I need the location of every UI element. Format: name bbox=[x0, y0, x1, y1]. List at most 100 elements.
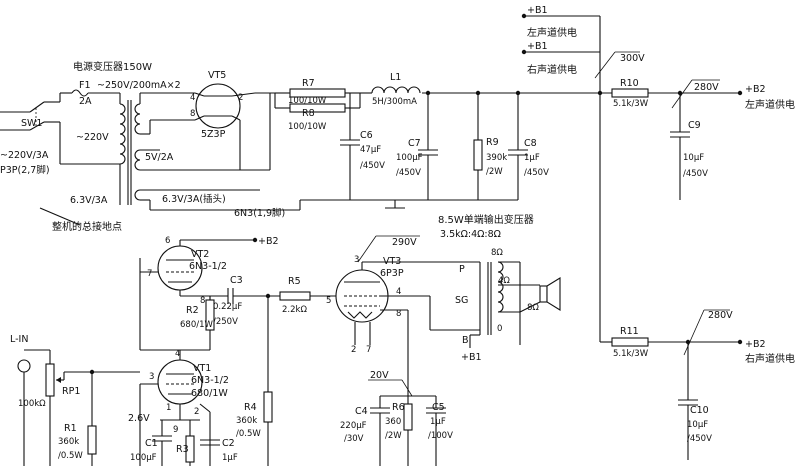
c6-label: C6 bbox=[360, 130, 373, 141]
c8-value2: /450V bbox=[524, 168, 549, 178]
h63a-label: 6.3V/3A bbox=[70, 195, 108, 206]
tsg-label: SG bbox=[455, 295, 468, 306]
c6-capacitor bbox=[340, 93, 360, 200]
r1-value2: /0.5W bbox=[58, 451, 83, 461]
l-in-jack bbox=[17, 359, 31, 373]
vt1-pin9: 9 bbox=[173, 425, 178, 435]
c8-label: C8 bbox=[524, 138, 537, 149]
vt2-tube bbox=[139, 237, 258, 350]
r11-label: R11 bbox=[620, 326, 639, 337]
f1-label: F1 bbox=[79, 80, 91, 91]
vt5-pin8: 8 bbox=[190, 109, 195, 119]
vt5-label: VT5 bbox=[208, 70, 226, 81]
c10-capacitor bbox=[678, 342, 698, 460]
t8b-label: 8Ω bbox=[527, 303, 539, 313]
c3-value2: /250V bbox=[213, 317, 238, 327]
b1-rails bbox=[521, 13, 640, 342]
ground-bus bbox=[299, 199, 518, 210]
v280b-label: 280V bbox=[708, 310, 733, 321]
c4-label: C4 bbox=[355, 406, 368, 417]
l-in-label: L-IN bbox=[10, 334, 28, 345]
r7-label: R7 bbox=[302, 78, 315, 89]
r9-label: R9 bbox=[486, 137, 499, 148]
c10-value2: /450V bbox=[687, 434, 712, 444]
rp1-potentiometer bbox=[23, 349, 140, 466]
vt3-power-tube bbox=[310, 262, 480, 466]
h63b-label: 6.3V/3A(插头) bbox=[162, 193, 226, 205]
c5-capacitor bbox=[426, 396, 446, 466]
v300-label: 300V bbox=[620, 53, 645, 64]
vt2-pin8: 8 bbox=[200, 296, 205, 306]
r4-value2: /0.5W bbox=[236, 429, 261, 439]
n63-label: 6N3(1,9脚) bbox=[234, 208, 285, 219]
c9-value1: 10μF bbox=[683, 153, 704, 163]
rp1-value: 100kΩ bbox=[18, 399, 46, 409]
vt2-label: VT2 bbox=[191, 249, 209, 260]
c4-capacitor bbox=[370, 395, 436, 466]
vt3-pin3: 3 bbox=[354, 255, 359, 265]
t4-label: 4Ω bbox=[498, 276, 510, 286]
c8-capacitor bbox=[508, 90, 528, 200]
c6-value1: 47μF bbox=[360, 145, 381, 155]
c7-capacitor bbox=[418, 90, 438, 200]
r1-value1: 360k bbox=[58, 437, 79, 447]
r8-value: 100/10W bbox=[288, 122, 327, 132]
speaker-icon bbox=[539, 277, 561, 311]
c9-label: C9 bbox=[688, 120, 701, 131]
r5-value: 2.2kΩ bbox=[282, 305, 307, 315]
out-tx-ratio: 3.5kΩ:4Ω:8Ω bbox=[440, 229, 501, 240]
transformer-label: 电源变压器150W bbox=[73, 60, 152, 73]
r10-value: 5.1k/3W bbox=[613, 99, 649, 109]
r5-resistor bbox=[279, 291, 311, 301]
ac220-3a-label: ~220V/3A bbox=[0, 150, 49, 161]
f1-rating: ~250V/200mA×2 bbox=[97, 80, 181, 91]
c2-label: C2 bbox=[222, 438, 235, 449]
r10-resistor bbox=[611, 88, 649, 98]
c3-capacitor bbox=[180, 288, 280, 304]
c9-capacitor bbox=[670, 93, 690, 200]
r6-resistor bbox=[403, 403, 413, 431]
vt1-label: VT1 bbox=[193, 363, 211, 374]
c1-value1: 100μF bbox=[130, 453, 157, 463]
vt3-pin7: 7 bbox=[366, 345, 371, 355]
vt3-pin2: 2 bbox=[351, 345, 356, 355]
b1-mid-label: +B1 bbox=[527, 41, 548, 52]
r7-resistor bbox=[289, 88, 346, 98]
f1-current: 2A bbox=[79, 96, 92, 107]
r6-label: R6 bbox=[392, 402, 405, 413]
vt1-type: 6N3-1/2 bbox=[191, 375, 229, 386]
r6-value1: 360 bbox=[385, 417, 401, 427]
r8-label: R8 bbox=[302, 108, 315, 119]
vt1-pin2: 2 bbox=[194, 407, 199, 417]
c10-label: C10 bbox=[690, 405, 709, 416]
vt1-tube bbox=[139, 350, 211, 466]
r9-resistor bbox=[473, 90, 483, 200]
c7-label: C7 bbox=[408, 138, 421, 149]
right-supply-b-label: 右声道供电 bbox=[745, 352, 795, 365]
v280a-label: 280V bbox=[694, 82, 719, 93]
c2-capacitor bbox=[200, 439, 220, 446]
c5-value1: 1μF bbox=[430, 417, 446, 427]
r2-resistor bbox=[140, 296, 215, 351]
right-supply-top-label: 右声道供电 bbox=[527, 63, 577, 76]
r10-label: R10 bbox=[620, 78, 639, 89]
c6-value2: /450V bbox=[360, 161, 385, 171]
sw1-switch bbox=[0, 92, 120, 165]
v20-label: 20V bbox=[370, 370, 389, 381]
c5-label: C5 bbox=[432, 402, 445, 413]
v5-label: 5V/2A bbox=[145, 152, 174, 163]
r11-value: 5.1k/3W bbox=[613, 349, 649, 359]
l1-label: L1 bbox=[390, 72, 401, 83]
vt1-pin4: 4 bbox=[175, 349, 180, 359]
c8-value1: 1μF bbox=[524, 153, 540, 163]
c10-value1: 10μF bbox=[687, 420, 708, 430]
p3p-label: P3P(2,7脚) bbox=[0, 165, 50, 176]
c7-value1: 100μF bbox=[396, 153, 423, 163]
pb-label: B bbox=[462, 335, 469, 346]
r3-resistor bbox=[185, 420, 195, 466]
c1-capacitor bbox=[152, 420, 172, 466]
r4-label: R4 bbox=[244, 402, 257, 413]
left-supply-label: 左声道供电 bbox=[527, 26, 577, 39]
b1-top-label: +B1 bbox=[527, 5, 548, 16]
